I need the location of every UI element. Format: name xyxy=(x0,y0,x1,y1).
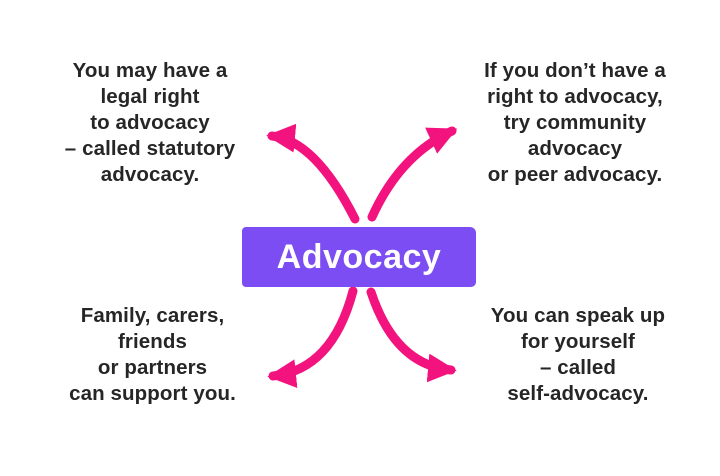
node-line: advocacy xyxy=(527,137,623,160)
node-line: try community xyxy=(503,111,647,134)
node-line: can support you. xyxy=(69,382,236,405)
node-line: or peer advocacy. xyxy=(487,163,663,186)
node-line: advocacy. xyxy=(100,163,200,186)
arrow-to-bottom-left-icon xyxy=(267,286,358,388)
node-line: You can speak up xyxy=(490,304,666,327)
node-line: self-advocacy. xyxy=(507,382,649,405)
node-line: Family, carers, xyxy=(80,304,225,327)
node-line: – called statutory xyxy=(64,137,236,160)
node-line: to advocacy xyxy=(90,111,210,134)
node-line: You may have a xyxy=(72,59,228,82)
arrow-to-bottom-right-icon xyxy=(366,287,457,383)
arrow-to-top-left-icon xyxy=(266,123,360,224)
node-line: or partners xyxy=(97,356,208,379)
node-line: If you don’t have a xyxy=(484,59,666,82)
node-statutory-advocacy: You may have a legal right to advocacy –… xyxy=(25,58,275,188)
node-self-advocacy: You can speak up for yourself – called s… xyxy=(458,303,698,407)
node-line: – called xyxy=(539,356,616,379)
node-line: legal right xyxy=(100,85,200,108)
node-line: friends xyxy=(117,330,188,353)
center-node-advocacy: Advocacy xyxy=(242,227,476,287)
node-community-peer-advocacy: If you don’t have a right to advocacy, t… xyxy=(453,58,697,188)
node-family-support: Family, carers, friends or partners can … xyxy=(30,303,275,407)
node-line: for yourself xyxy=(521,330,635,353)
arrow-to-top-right-icon xyxy=(367,126,458,222)
node-line: right to advocacy, xyxy=(487,85,663,108)
center-node-label: Advocacy xyxy=(276,237,442,276)
